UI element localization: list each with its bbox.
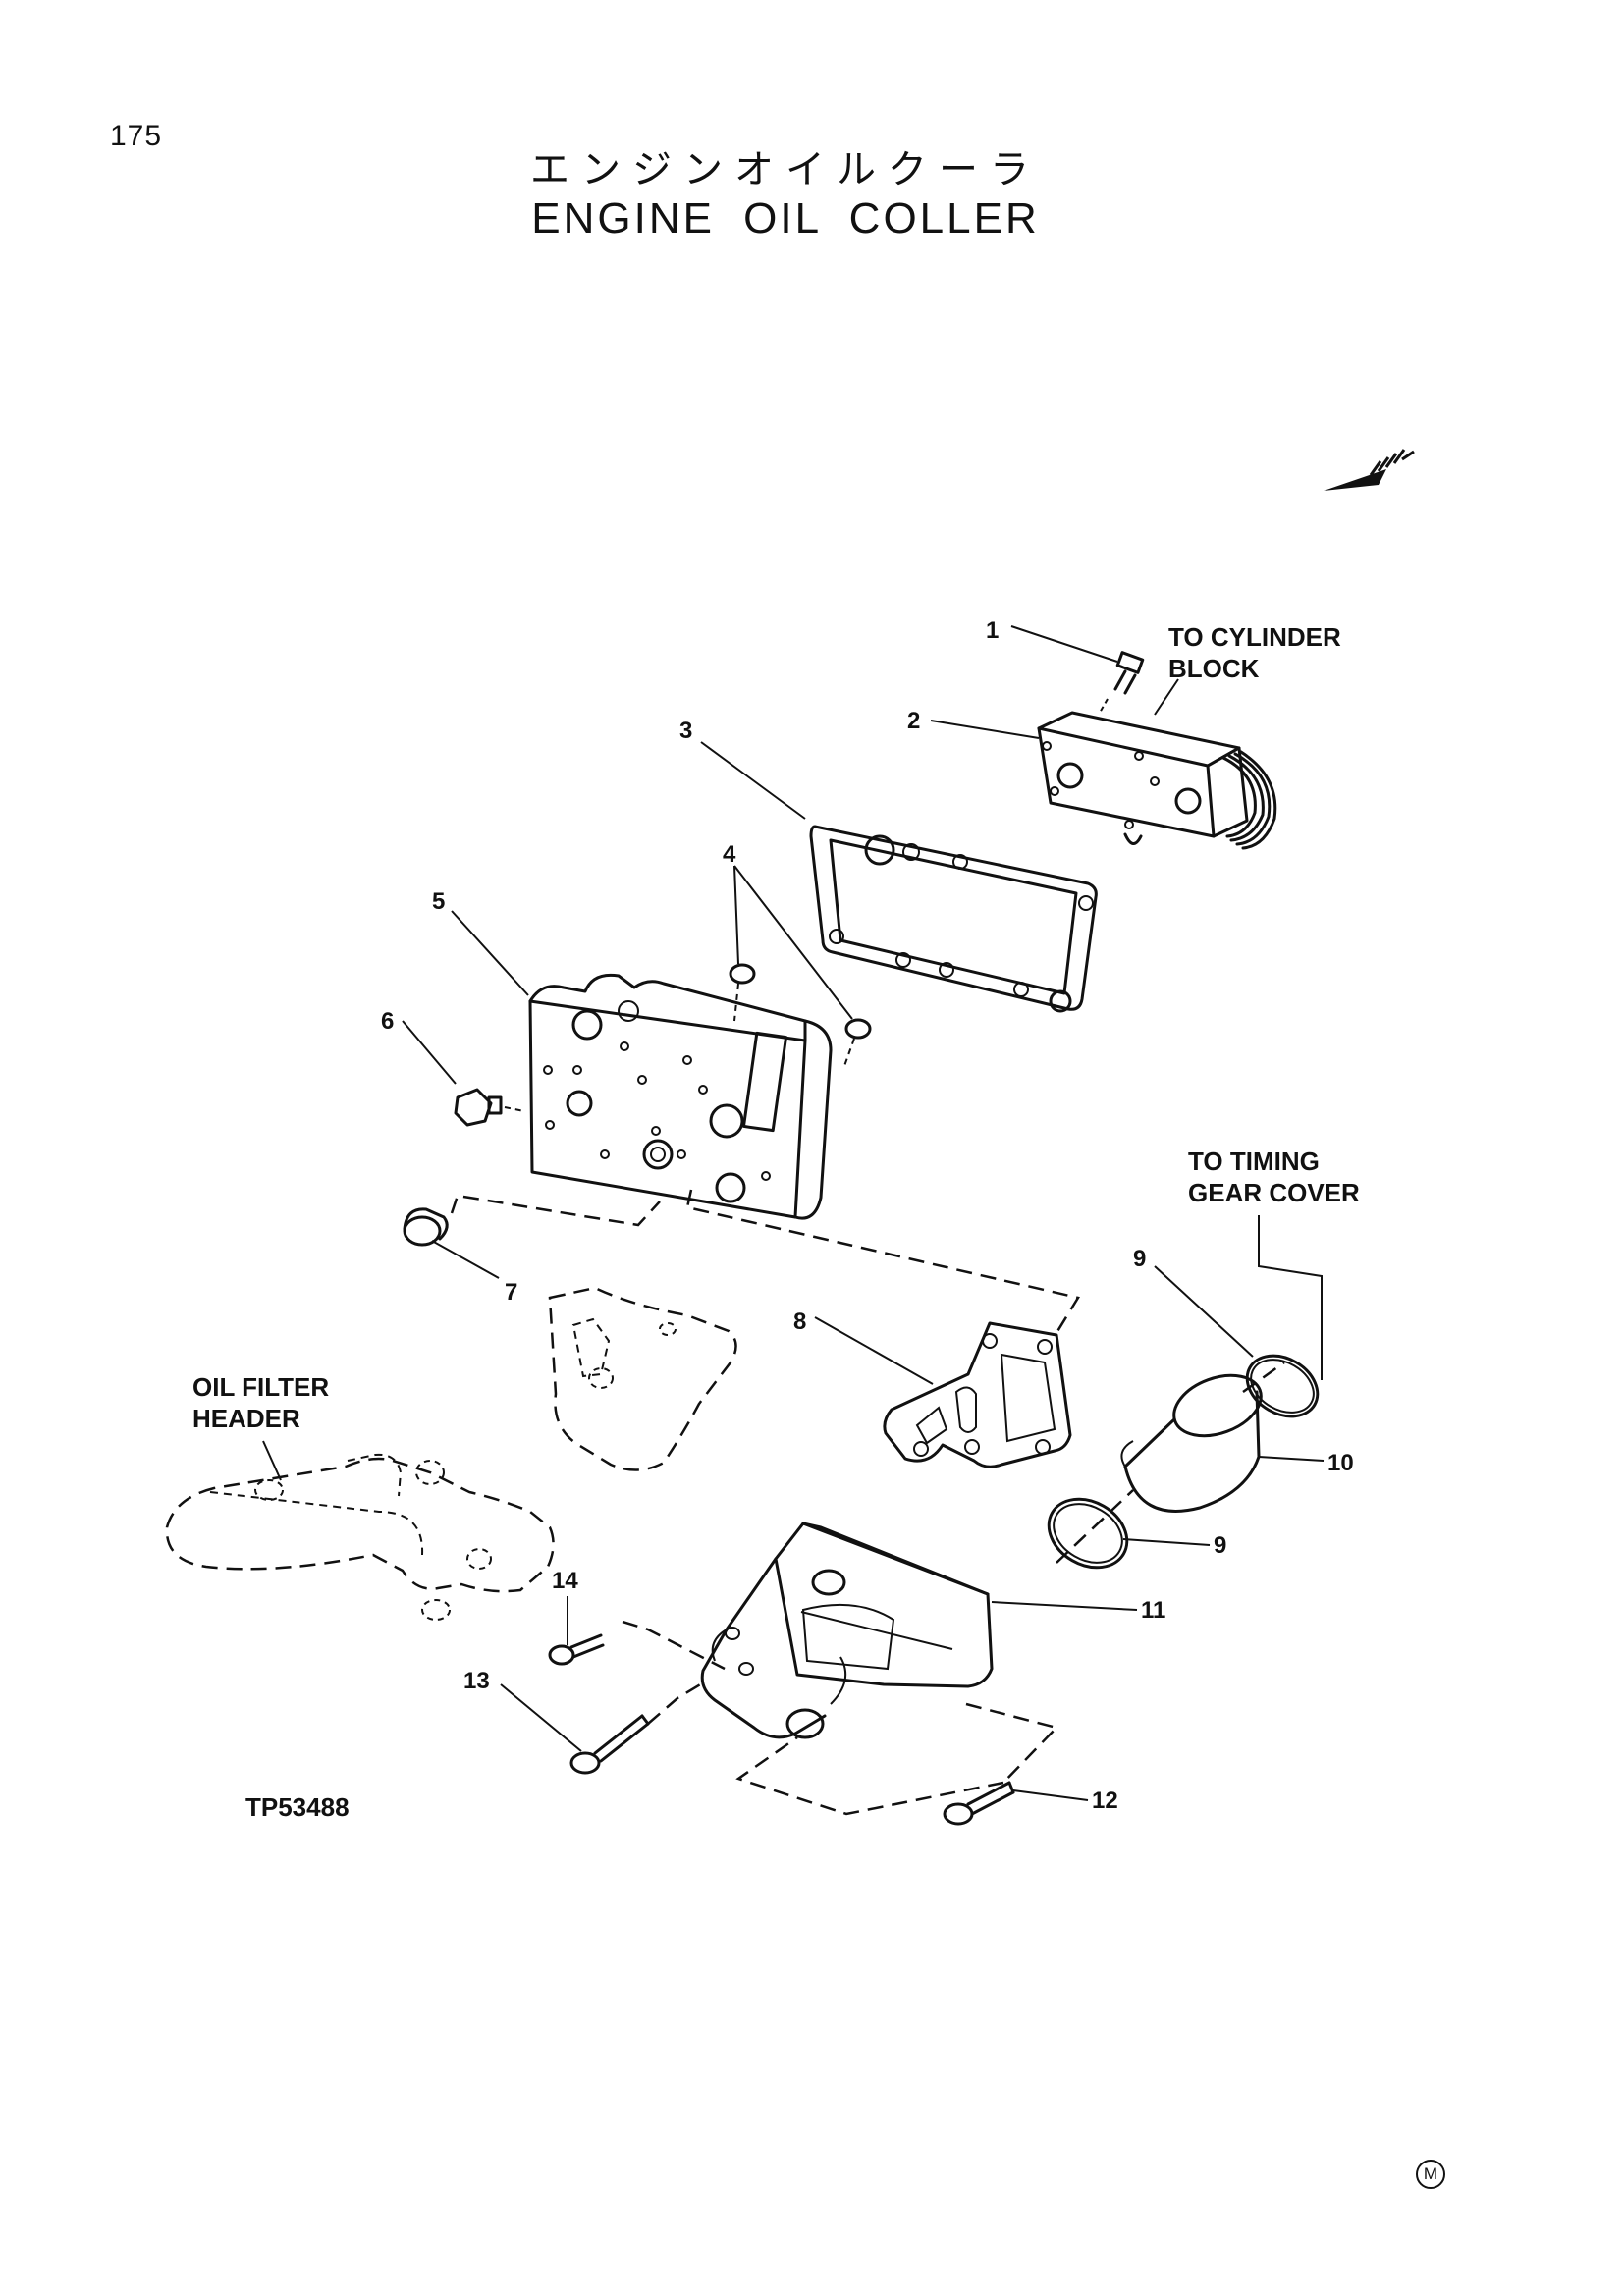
callout-6: 6 <box>381 1008 394 1035</box>
part-10-cylinder-element <box>1120 1373 1263 1513</box>
drawing-number: TP53488 <box>245 1792 350 1822</box>
part-2-oil-cooler-core <box>1037 711 1277 850</box>
callout-11: 11 <box>1141 1597 1165 1624</box>
callout-leaders <box>402 625 1325 1801</box>
part-12-bolt <box>943 1781 1015 1826</box>
part-9-o-ring-lower <box>1047 1497 1129 1570</box>
front-direction-arrow-icon <box>1324 449 1415 491</box>
callout-13: 13 <box>463 1668 490 1694</box>
part-5-cooler-housing <box>528 973 833 1220</box>
part-14-bolt <box>548 1633 605 1666</box>
note-to-cylinder-block-line2: BLOCK <box>1168 654 1260 683</box>
note-to-cylinder-block-line1: TO CYLINDER <box>1168 622 1341 652</box>
part-3-gasket <box>809 825 1098 1013</box>
part-1-bolt <box>1099 651 1145 714</box>
callout-12: 12 <box>1092 1788 1118 1814</box>
page-title: ENGINE OIL COLLER <box>531 194 1040 242</box>
note-oil-filter-header-line2: HEADER <box>192 1404 300 1433</box>
note-oil-filter-header-line1: OIL FILTER <box>192 1372 329 1402</box>
callout-9-lower: 9 <box>1214 1532 1226 1559</box>
cylinder-block-phantom <box>548 1286 737 1471</box>
note-leaders <box>262 678 1323 1481</box>
callout-3: 3 <box>679 718 692 744</box>
part-4-o-rings <box>729 963 872 1067</box>
callout-14: 14 <box>552 1568 578 1594</box>
part-9-o-ring-upper <box>1245 1354 1320 1418</box>
part-7-cap-plug <box>403 1207 449 1247</box>
callout-7: 7 <box>505 1279 517 1306</box>
callout-2: 2 <box>907 708 920 734</box>
callout-10: 10 <box>1327 1450 1354 1476</box>
part-13-long-bolt <box>569 1714 650 1775</box>
manufacturer-mark: M <box>1416 2160 1445 2189</box>
page-number: 175 <box>110 120 163 152</box>
callout-5: 5 <box>432 888 445 915</box>
callout-1: 1 <box>986 617 999 644</box>
note-to-timing-gear-line1: TO TIMING <box>1188 1147 1320 1176</box>
callout-8: 8 <box>793 1308 806 1335</box>
part-8-gasket <box>883 1321 1072 1468</box>
oil-filter-header-phantom <box>165 1453 555 1621</box>
page-title-japanese: エンジンオイルクーラ <box>530 147 1041 192</box>
note-to-timing-gear-line2: GEAR COVER <box>1188 1178 1360 1207</box>
callout-4: 4 <box>723 841 736 868</box>
callout-9-upper: 9 <box>1133 1246 1146 1272</box>
part-6-plug <box>454 1088 525 1127</box>
part-11-cooler-cover <box>700 1522 994 1739</box>
assembly-lines <box>450 1189 1285 1816</box>
